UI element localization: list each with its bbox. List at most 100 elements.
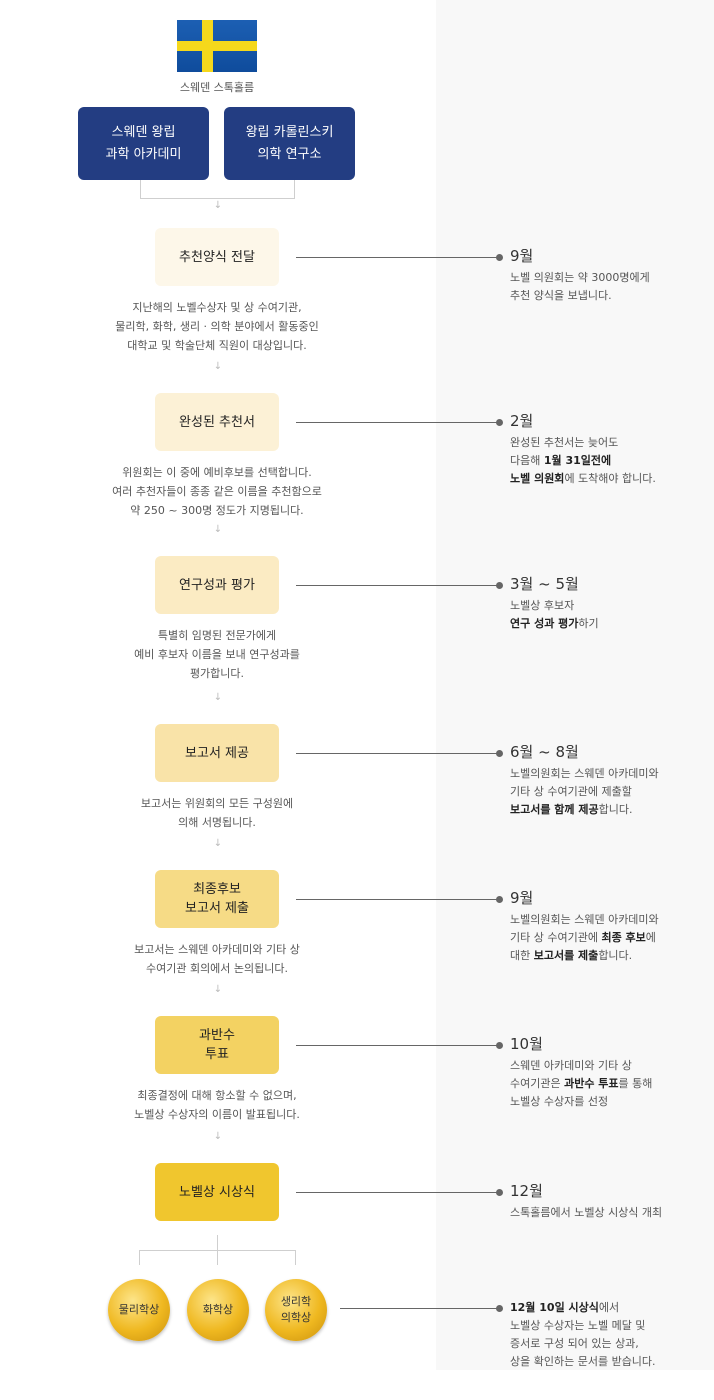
step-box: 완성된 추천서 xyxy=(155,393,279,451)
info-text: 추천 양식을 보냅니다. xyxy=(510,289,612,302)
info-text: 기타 상 수여기관에 제출할 xyxy=(510,785,632,798)
info-text: 노벨의원회는 스웨덴 아카데미와 xyxy=(510,913,659,926)
info-line: 스톡홀름에서 노벨상 시상식 개최 xyxy=(510,1204,662,1222)
info-line: 노벨의원회는 스웨덴 아카데미와 xyxy=(510,765,659,783)
info-line: 노벨상 후보자 xyxy=(510,597,599,615)
timeline-month: 9월 xyxy=(510,889,534,907)
timeline-dot xyxy=(496,1305,503,1312)
connector-line xyxy=(296,585,498,586)
connector xyxy=(217,1250,218,1265)
step-description: 보고서는 위원회의 모든 구성원에 의해 서명됩니다. xyxy=(140,797,294,829)
info-text: 1월 31일전에 xyxy=(543,454,612,467)
info-text: 다음해 xyxy=(510,454,544,467)
info-text: 노벨상 수상자를 선정 xyxy=(510,1095,609,1108)
info-line: 노벨의원회는 스웨덴 아카데미와 xyxy=(510,911,659,929)
info-text: 수여기관은 xyxy=(510,1077,565,1090)
info-line: 완성된 추천서는 늦어도 xyxy=(510,434,656,452)
step-box: 노벨상 시상식 xyxy=(155,1163,279,1221)
info-text: 노벨의원회는 스웨덴 아카데미와 xyxy=(510,767,659,780)
timeline-info: 스톡홀름에서 노벨상 시상식 개최 xyxy=(510,1204,662,1222)
connector-line xyxy=(296,899,498,900)
info-line: 추천 양식을 보냅니다. xyxy=(510,287,650,305)
step-description: 보고서는 스웨덴 아카데미와 기타 상 수여기관 회의에서 논의됩니다. xyxy=(134,943,300,975)
step-box: 연구성과 평가 xyxy=(155,556,279,614)
timeline-dot xyxy=(496,582,503,589)
info-line: 기타 상 수여기관에 제출할 xyxy=(510,783,659,801)
arrow-down-icon: ↓ xyxy=(213,692,223,703)
info-line: 노벨 의원회에 도착해야 합니다. xyxy=(510,470,656,488)
info-text: 완성된 추천서는 늦어도 xyxy=(510,436,619,449)
connector xyxy=(217,1235,218,1251)
arrow-down-icon: ↓ xyxy=(213,1131,223,1142)
connector xyxy=(294,180,295,198)
info-line: 노벨상 수상자를 선정 xyxy=(510,1093,652,1111)
timeline-panel xyxy=(436,0,714,1370)
timeline-month: 3월 ~ 5월 xyxy=(510,575,579,593)
info-text: 상을 확인하는 문서를 받습니다. xyxy=(510,1355,656,1368)
timeline-month: 6월 ~ 8월 xyxy=(510,743,579,761)
connector-line xyxy=(296,257,498,258)
info-line: 스웨덴 아카데미와 기타 상 xyxy=(510,1057,652,1075)
connector xyxy=(140,198,295,199)
info-text: 에 도착해야 합니다. xyxy=(564,472,656,485)
arrow-down-icon: ↓ xyxy=(213,361,223,372)
timeline-dot xyxy=(496,896,503,903)
info-line: 상을 확인하는 문서를 받습니다. xyxy=(510,1353,656,1371)
step-description: 위원회는 이 중에 예비후보를 선택합니다. 여러 추천자들이 종종 같은 이름… xyxy=(112,466,322,517)
connector-line xyxy=(340,1308,498,1309)
info-line: 기타 상 수여기관에 최종 후보에 xyxy=(510,929,659,947)
connector-line xyxy=(296,422,498,423)
info-text: 하기 xyxy=(578,617,599,630)
info-text: 최종 후보 xyxy=(601,931,646,944)
info-text: 대한 xyxy=(510,949,534,962)
step-description: 특별히 임명된 전문가에게 예비 후보자 이름을 보내 연구성과를 평가합니다. xyxy=(134,629,300,680)
info-line: 수여기관은 과반수 투표를 통해 xyxy=(510,1075,652,1093)
org-royal-academy: 스웨덴 왕립 과학 아카데미 xyxy=(78,107,209,180)
timeline-dot xyxy=(496,1189,503,1196)
arrow-down-icon: ↓ xyxy=(213,200,223,211)
sweden-flag-icon xyxy=(177,20,257,72)
connector-line xyxy=(296,1045,498,1046)
info-text: 증서로 구성 되어 있는 상과, xyxy=(510,1337,639,1350)
connector-line xyxy=(296,1192,498,1193)
timeline-month: 12월 xyxy=(510,1182,543,1200)
info-text: 보고서를 제출 xyxy=(533,949,599,962)
arrow-down-icon: ↓ xyxy=(213,984,223,995)
step-box: 보고서 제공 xyxy=(155,724,279,782)
connector xyxy=(139,1250,140,1265)
info-text: 노벨상 수상자는 노벨 메달 및 xyxy=(510,1319,646,1332)
info-text: 과반수 투표 xyxy=(564,1077,619,1090)
info-line: 다음해 1월 31일전에 xyxy=(510,452,656,470)
connector xyxy=(140,180,141,198)
medal-physics: 물리학상 xyxy=(108,1279,170,1341)
connector-line xyxy=(296,753,498,754)
arrow-down-icon: ↓ xyxy=(213,524,223,535)
step-description: 지난해의 노벨수상자 및 상 수여기관, 물리학, 화학, 생리 · 의학 분야… xyxy=(115,301,319,352)
info-line: 연구 성과 평가하기 xyxy=(510,615,599,633)
info-text: 스톡홀름에서 노벨상 시상식 개최 xyxy=(510,1206,663,1219)
info-text: 합니다. xyxy=(598,949,633,962)
info-line: 노벨 의원회는 약 3000명에게 xyxy=(510,269,650,287)
info-line: 노벨상 수상자는 노벨 메달 및 xyxy=(510,1317,656,1335)
info-line: 대한 보고서를 제출합니다. xyxy=(510,947,659,965)
info-text: 연구 성과 평가 xyxy=(510,617,579,630)
info-text: 합니다. xyxy=(598,803,633,816)
info-text: 12월 10일 시상식 xyxy=(510,1301,599,1314)
info-line: 보고서를 함께 제공합니다. xyxy=(510,801,659,819)
info-text: 보고서를 함께 제공 xyxy=(510,803,599,816)
info-text: 에서 xyxy=(598,1301,620,1314)
info-text: 스웨덴 아카데미와 기타 상 xyxy=(510,1059,632,1072)
info-text: 를 통해 xyxy=(618,1077,653,1090)
city-label: 스웨덴 스톡홀름 xyxy=(179,81,255,94)
timeline-dot xyxy=(496,254,503,261)
timeline-month: 2월 xyxy=(510,412,534,430)
info-text: 노벨 의원회는 약 3000명에게 xyxy=(510,271,650,284)
timeline-dot xyxy=(496,750,503,757)
info-text: 에 xyxy=(645,931,656,944)
info-text: 노벨상 후보자 xyxy=(510,599,575,612)
